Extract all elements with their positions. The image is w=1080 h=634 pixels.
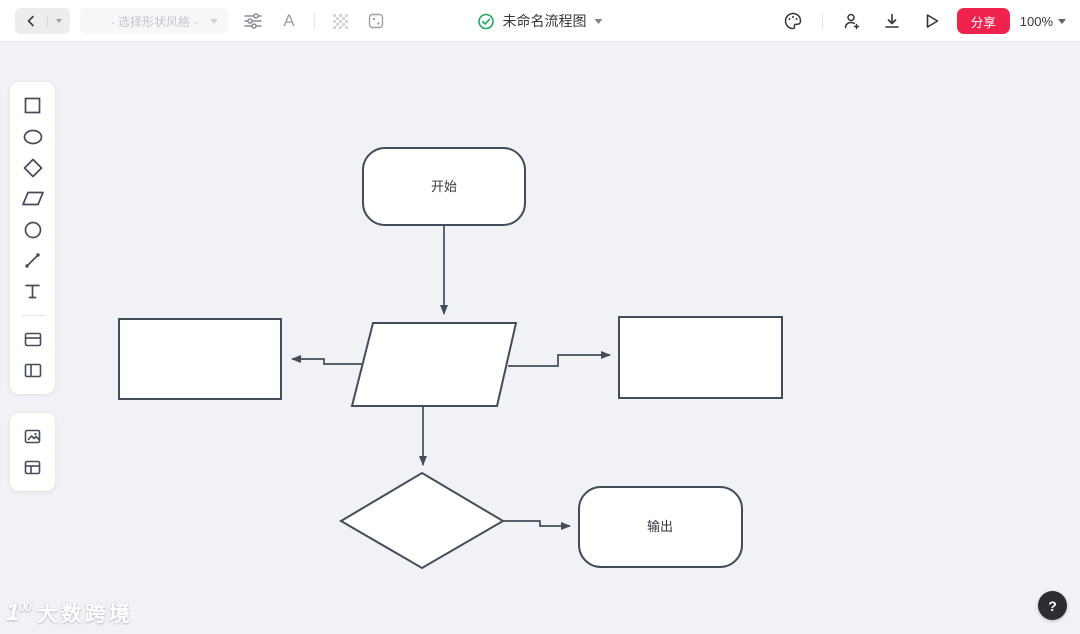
dice-icon <box>368 13 384 29</box>
chevron-down-icon <box>56 19 62 23</box>
divider <box>314 13 315 29</box>
tool-rectangle[interactable] <box>16 90 50 121</box>
tool-table[interactable] <box>16 452 50 483</box>
brand-name: 大数跨境 <box>36 603 133 626</box>
flowchart: 开始 输出 <box>118 147 783 570</box>
person-plus-icon <box>844 13 859 30</box>
edge-parallelogram-to-left[interactable] <box>291 355 362 365</box>
shape-style-placeholder: - 选择形状风格 - <box>110 14 198 29</box>
font-button[interactable]: A <box>274 6 304 36</box>
top-toolbar: - 选择形状风格 - A <box>0 0 1080 42</box>
tool-diamond[interactable] <box>16 152 50 183</box>
split-layout-icon <box>24 363 41 378</box>
zoom-control[interactable]: 100% <box>1020 14 1066 29</box>
divider <box>821 13 823 29</box>
line-icon <box>25 253 40 268</box>
tool-split-layout[interactable] <box>16 355 50 386</box>
insert-tool-panel <box>10 413 55 491</box>
play-icon <box>926 14 939 28</box>
sliders-icon <box>244 13 262 29</box>
help-label: ? <box>1048 597 1057 614</box>
node-right-process[interactable] <box>618 316 783 399</box>
edge-decision-to-output[interactable] <box>503 520 571 530</box>
tool-ellipse[interactable] <box>16 121 50 152</box>
style-adjust-button[interactable] <box>238 6 268 36</box>
brand-logo: 100 <box>6 599 32 626</box>
divider <box>47 14 48 28</box>
font-icon: A <box>283 11 295 30</box>
parallelogram-icon <box>21 191 44 206</box>
saved-check-icon <box>478 13 494 29</box>
frame-icon <box>24 332 41 347</box>
node-output[interactable]: 输出 <box>578 486 743 568</box>
tool-parallelogram[interactable] <box>16 183 50 214</box>
diamond-icon <box>23 158 42 177</box>
palette-icon <box>784 12 801 30</box>
tool-image[interactable] <box>16 421 50 452</box>
download-button[interactable] <box>877 6 907 36</box>
chevron-left-icon <box>27 15 34 27</box>
shape-tool-panel <box>10 82 55 394</box>
circle-icon <box>24 221 41 238</box>
node-output-label: 输出 <box>647 519 673 534</box>
checker-pattern-icon <box>333 14 348 29</box>
back-button-group <box>15 8 70 34</box>
present-button[interactable] <box>917 6 947 36</box>
divider <box>20 315 45 316</box>
tool-frame[interactable] <box>16 324 50 355</box>
image-icon <box>24 429 41 444</box>
transparency-button[interactable] <box>325 6 355 36</box>
tool-circle[interactable] <box>16 214 50 245</box>
flow-edges <box>291 225 611 530</box>
chevron-down-icon <box>1058 18 1066 24</box>
back-history-dropdown[interactable] <box>48 8 70 34</box>
zoom-value: 100% <box>1019 13 1053 29</box>
back-button[interactable] <box>15 8 47 34</box>
tool-text[interactable] <box>16 276 50 307</box>
randomize-button[interactable] <box>361 6 391 36</box>
node-start-label: 开始 <box>431 179 457 194</box>
ellipse-icon <box>23 129 42 144</box>
table-icon <box>24 460 41 475</box>
text-icon <box>25 284 40 299</box>
tool-line[interactable] <box>16 245 50 276</box>
theme-button[interactable] <box>778 6 808 36</box>
chevron-down-icon <box>210 19 218 24</box>
node-decision[interactable] <box>339 471 505 570</box>
shape-style-select[interactable]: - 选择形状风格 - <box>80 8 228 34</box>
brand-watermark: 100 大数跨境 <box>6 598 133 628</box>
node-parallelogram[interactable] <box>350 322 518 407</box>
help-button[interactable]: ? <box>1038 591 1067 620</box>
add-collaborator-button[interactable] <box>837 6 867 36</box>
drawing-canvas[interactable]: 开始 输出 100 大数跨境 ? <box>0 42 1080 634</box>
node-left-process[interactable] <box>118 318 282 400</box>
edge-parallelogram-to-right[interactable] <box>508 351 611 367</box>
download-icon <box>884 13 899 28</box>
share-button[interactable]: 分享 <box>956 8 1010 34</box>
document-title[interactable]: 未命名流程图 <box>502 13 587 29</box>
rectangle-icon <box>24 97 41 114</box>
title-menu-caret[interactable] <box>594 18 603 24</box>
node-start[interactable]: 开始 <box>362 147 526 226</box>
